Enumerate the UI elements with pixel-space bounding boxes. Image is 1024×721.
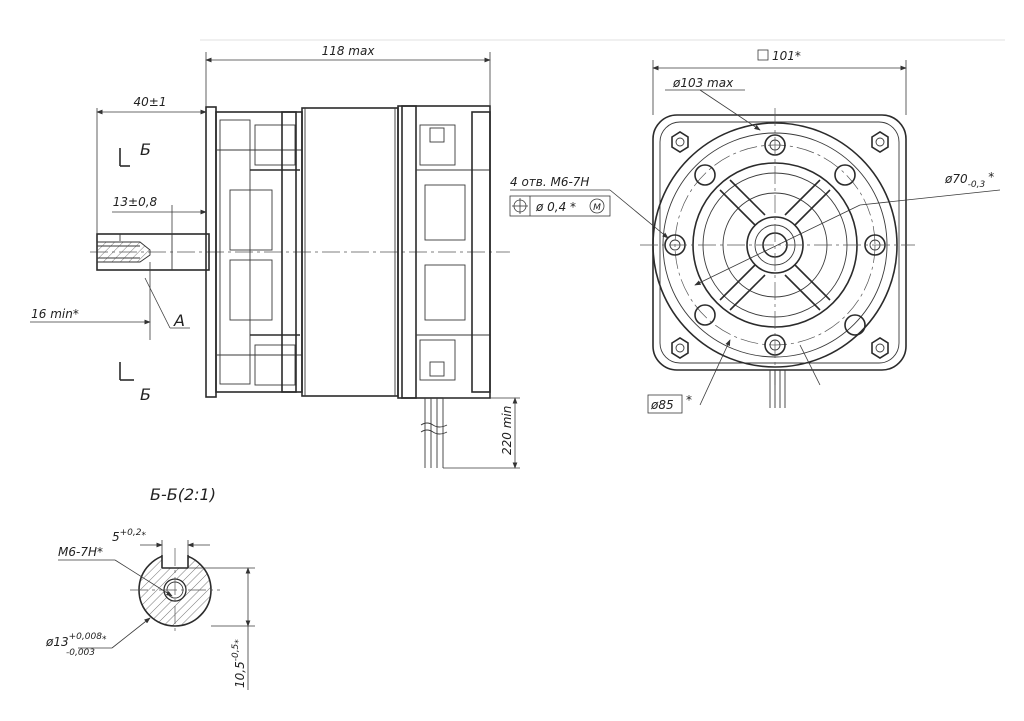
pilot-diameter-dim: ø85 — [650, 398, 674, 412]
front-view: 101* — [509, 49, 1001, 414]
shaft-diameter-dim: ø13+0,008* — [45, 632, 107, 649]
lead-length-dim: 220 min — [500, 406, 514, 455]
flange-diameter-dim: ø103 max — [672, 76, 734, 90]
flat-width-dim: 5+0,2* — [112, 528, 147, 544]
section-title: Б-Б(2:1) — [150, 485, 216, 504]
front-lead-wires — [769, 370, 786, 408]
holes-note: 4 отв. M6-7H — [510, 175, 589, 189]
position-tolerance-value: ø 0,4 * — [535, 200, 576, 214]
motor-shaft — [96, 233, 210, 271]
pilot-diameter-star: * — [686, 393, 692, 407]
position-tolerance-frame: ø 0,4 * M — [509, 195, 611, 217]
position-modifier: M — [593, 203, 601, 213]
section-marker-top: Б — [140, 140, 151, 159]
bolt-circle-dim: ø70-0,3* — [944, 170, 994, 190]
overall-length-dim: 118 max — [322, 44, 376, 58]
detail-a-label: A — [173, 311, 185, 330]
rear-end-bell — [397, 105, 491, 399]
section-view: Б-Б(2:1) 5+0,2* M6-7H* ø13+0,008* -0,003… — [45, 485, 255, 690]
corner-nuts — [671, 131, 889, 359]
square-size-dim: 101* — [772, 49, 801, 63]
front-end-bell — [205, 106, 303, 398]
shaft-length-dim: 40±1 — [134, 95, 167, 109]
flat-height-dim: 10,5-0,5* — [231, 639, 247, 688]
spokes — [719, 179, 831, 311]
key-offset-dim: 13±0,8 — [113, 195, 158, 209]
section-marker-bottom: Б — [140, 385, 151, 404]
shaft-diameter-tol-lower: -0,003 — [66, 648, 95, 658]
thread-depth-dim: 16 min* — [31, 307, 79, 321]
thread-label: M6-7H* — [58, 545, 103, 559]
side-view: 118 max 40±1 13±0,8 16 min* A Б Б 220 mi… — [30, 44, 520, 469]
lead-wires — [420, 398, 448, 468]
